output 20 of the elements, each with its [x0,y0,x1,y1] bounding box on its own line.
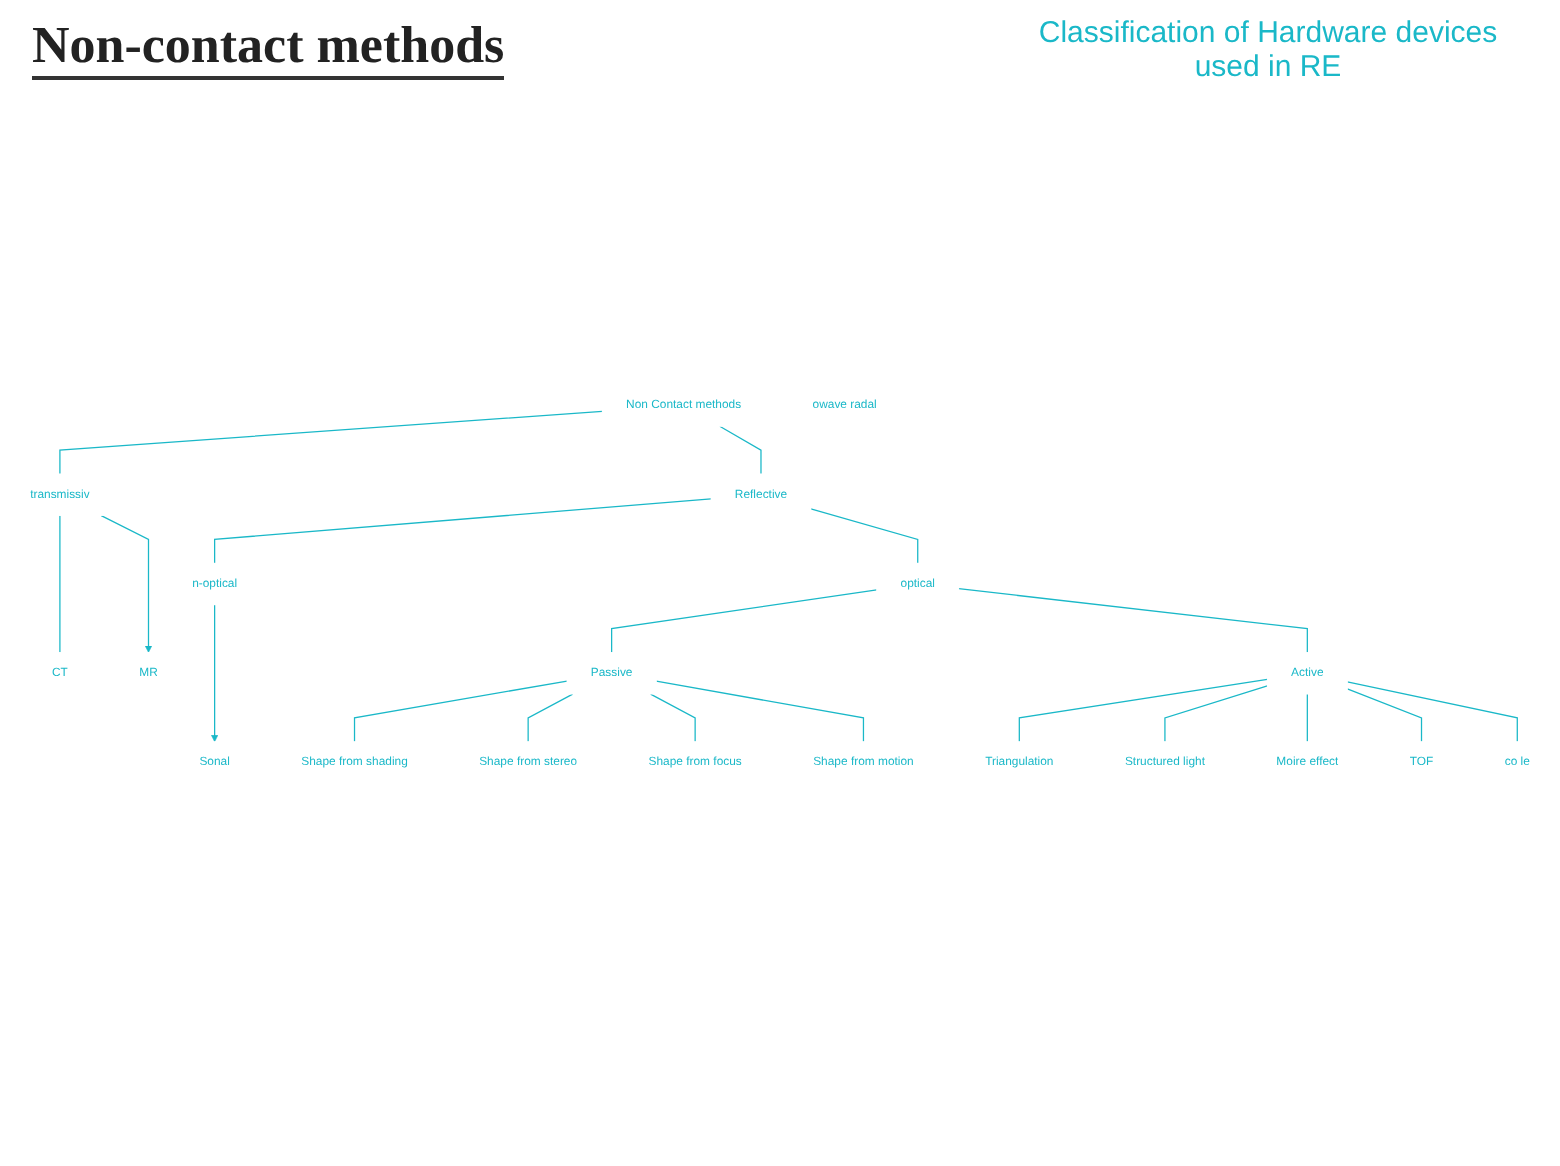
connector [810,508,919,564]
connector [353,680,568,743]
connector [527,693,574,743]
arrow [211,604,219,742]
connector [1346,681,1518,743]
arrow [100,514,152,653]
connector [655,680,865,743]
connector [649,693,696,743]
connector [59,514,61,654]
connector [214,498,712,564]
connector [1346,688,1423,743]
connector [1306,693,1308,743]
connector [1164,685,1268,743]
title: Non-contact methods [32,16,505,80]
connector [59,410,603,475]
connector [1018,678,1268,743]
connector [958,588,1308,654]
connector [611,589,878,654]
connector [719,425,762,475]
note-text: Classification of Hardware devices used in RE [1036,16,1500,84]
